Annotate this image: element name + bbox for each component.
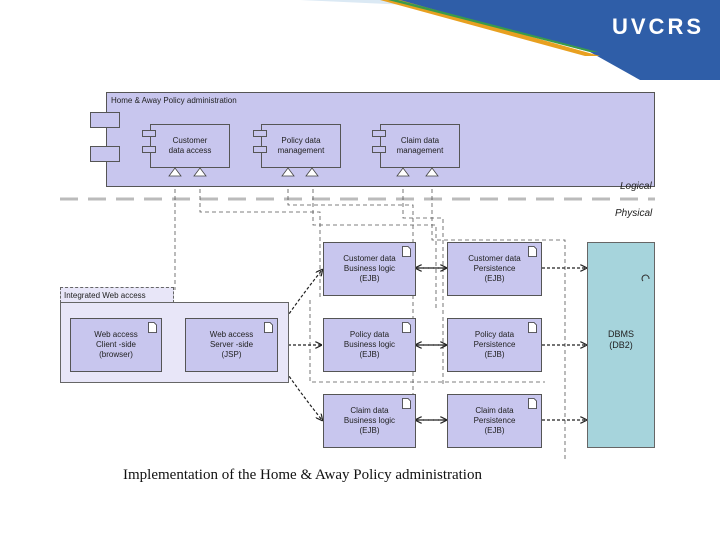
business-logic-claim: Claim data Business logic (EJB) (323, 394, 416, 448)
business-logic-customer: Customer data Business logic (EJB) (323, 242, 416, 296)
node-label-2: Persistence (473, 264, 516, 273)
node-label-2: Server -side (209, 340, 254, 349)
node-label-2: Business logic (343, 264, 396, 273)
node-label-3: (EJB) (359, 274, 380, 283)
component-label-2: management (277, 146, 325, 155)
header-banner (300, 0, 720, 80)
logical-group-port-2 (90, 146, 120, 162)
dbms-node: DBMS (DB2) (587, 242, 655, 448)
node-label-3: (browser) (99, 350, 133, 359)
component-tab (372, 146, 386, 153)
component-label-2: management (396, 146, 444, 155)
node-label-1: Claim data (350, 406, 389, 415)
component-label-1: Claim data (400, 136, 440, 145)
node-label-2: Persistence (473, 340, 516, 349)
logical-group-title: Home & Away Policy administration (111, 96, 237, 105)
component-tab (253, 146, 267, 153)
business-logic-policy: Policy data Business logic (EJB) (323, 318, 416, 372)
node-label-3: (JSP) (221, 350, 242, 359)
node-label-2: Business logic (343, 416, 396, 425)
node-label-3: (EJB) (484, 350, 505, 359)
web-group-title: Integrated Web access (64, 291, 146, 300)
component-label-2: data access (168, 146, 212, 155)
dbms-label-2: (DB2) (609, 340, 633, 350)
node-label-1: Web access (94, 330, 138, 339)
node-label-1: Policy data (474, 330, 515, 339)
node-label-1: Customer data (468, 254, 521, 263)
persistence-customer: Customer data Persistence (EJB) (447, 242, 542, 296)
layer-label-physical: Physical (615, 208, 653, 219)
database-icon (641, 274, 650, 282)
web-group-title-tab: Integrated Web access (60, 287, 174, 303)
component-tab (372, 130, 386, 137)
figure-caption: Implementation of the Home & Away Policy… (123, 467, 482, 483)
node-label-3: (EJB) (359, 426, 380, 435)
node-label-3: (EJB) (359, 350, 380, 359)
dbms-label-1: DBMS (607, 329, 634, 339)
persistence-policy: Policy data Persistence (EJB) (447, 318, 542, 372)
node-label-1: Web access (209, 330, 254, 339)
document-icon (528, 246, 537, 257)
layer-label-logical: Logical (620, 181, 652, 192)
component-tab (142, 130, 156, 137)
component-label-1: Policy data (281, 136, 321, 145)
document-icon (528, 398, 537, 409)
logo: UVCRS (612, 14, 705, 39)
node-label-1: Policy data (349, 330, 390, 339)
document-icon (402, 398, 411, 409)
node-label-3: (EJB) (484, 426, 505, 435)
component-tab (142, 146, 156, 153)
logical-group-port-1 (90, 112, 120, 128)
component-label-1: Customer (172, 136, 208, 145)
document-icon (148, 322, 157, 333)
document-icon (264, 322, 273, 333)
persistence-claim: Claim data Persistence (EJB) (447, 394, 542, 448)
node-label-3: (EJB) (484, 274, 505, 283)
document-icon (402, 246, 411, 257)
node-label-1: Claim data (475, 406, 514, 415)
node-label-2: Persistence (473, 416, 516, 425)
web-server-node: Web access Server -side (JSP) (185, 318, 278, 372)
document-icon (402, 322, 411, 333)
node-label-1: Customer data (343, 254, 396, 263)
node-label-2: Business logic (343, 340, 396, 349)
component-tab (253, 130, 267, 137)
interface-markers (168, 167, 439, 177)
web-client-node: Web access Client -side (browser) (70, 318, 162, 372)
node-label-2: Client -side (95, 340, 136, 349)
document-icon (528, 322, 537, 333)
